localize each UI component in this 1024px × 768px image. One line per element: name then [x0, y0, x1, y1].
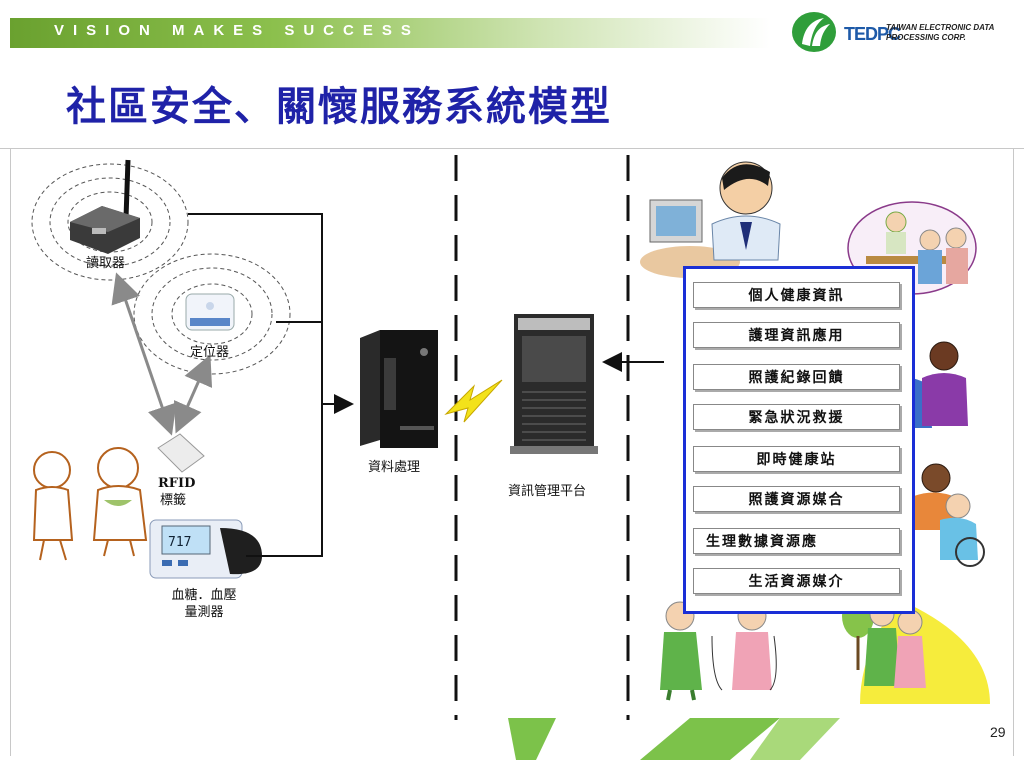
desktop-computer-icon: [360, 330, 438, 448]
slide-header: VISION MAKES SUCCESS 社區安全、關懷服務系統模型 TEDPC…: [0, 0, 1024, 149]
service-item: 生活資源媒介: [693, 568, 900, 594]
connector-lines: [188, 213, 354, 557]
logo-name-line1: TAIWAN ELECTRONIC DATA: [886, 23, 995, 32]
slogan: VISION MAKES SUCCESS: [54, 22, 420, 39]
rfid-label-line2: 標籤: [160, 493, 187, 508]
rfid-tag-icon: [157, 433, 205, 473]
locator-device-icon: [185, 293, 235, 331]
elderly-exercise-icon: [660, 601, 777, 701]
service-item: 照護紀錄回饋: [693, 364, 900, 390]
locator-label: 定位器: [190, 345, 230, 360]
data-processing-label: 資料處理: [368, 460, 421, 475]
service-item: 個人健康資訊: [693, 282, 900, 308]
logo-name-line2: PROCESSING CORP.: [886, 33, 966, 42]
logo-mark-icon: [792, 12, 836, 52]
company-logo: TEDPC TAIWAN ELECTRONIC DATA PROCESSING …: [790, 10, 1010, 54]
arrow-reader-rfid: [111, 272, 177, 436]
logo-abbreviation: TEDPC: [844, 24, 901, 44]
meter-label-line1: 血糖．血壓: [171, 588, 237, 603]
blood-pressure-meter-icon: 717: [149, 519, 262, 579]
services-panel: [683, 266, 915, 614]
platform-label: 資訊管理平台: [508, 484, 587, 499]
page-title: 社區安全、關懷服務系統模型: [66, 83, 612, 130]
meter-label-line2: 量測器: [184, 605, 224, 620]
operator-icon: [640, 161, 781, 278]
frame-right-border: [1013, 148, 1014, 756]
wireless-reader-icon: [70, 159, 140, 254]
rfid-label-line1: RFID: [158, 476, 196, 491]
service-item: 生理數據資源應: [693, 528, 900, 554]
slogan-bar: [10, 18, 770, 48]
service-item: 緊急狀況救援: [693, 404, 900, 430]
svg-text:717: 717: [168, 535, 191, 550]
bottom-decoration: [508, 718, 840, 760]
service-item: 即時健康站: [693, 446, 900, 472]
server-tower-icon: [510, 314, 598, 454]
frame-left-border: [10, 148, 11, 756]
page-number: 29: [990, 724, 1006, 740]
arrow-locator-rfid: [173, 354, 213, 434]
logo-company-name: TAIWAN ELECTRONIC DATA PROCESSING CORP.: [886, 23, 994, 43]
reader-label: 讀取器: [86, 256, 126, 271]
lightning-icon: [444, 379, 503, 423]
service-item: 照護資源媒合: [693, 486, 900, 512]
elderly-couple-icon: [32, 447, 148, 561]
service-item: 護理資訊應用: [693, 322, 900, 348]
